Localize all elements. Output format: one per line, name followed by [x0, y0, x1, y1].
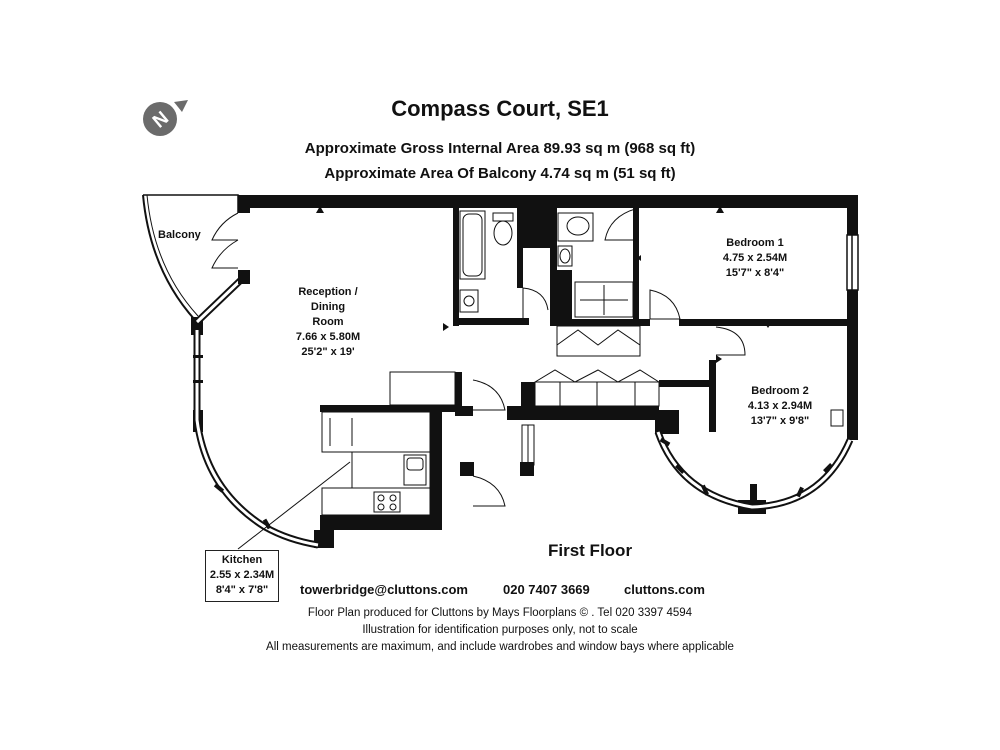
footer-credit: Floor Plan produced for Cluttons by Mays…: [307, 607, 693, 619]
bedroom1-label: Bedroom 1 4.75 x 2.54M 15'7" x 8'4": [722, 237, 788, 279]
kitchen-label: Kitchen 2.55 x 2.34M 8'4" x 7'8": [205, 550, 279, 602]
north-compass-icon: N: [143, 100, 188, 136]
reception-bay-wall: [193, 330, 319, 549]
contact-website: cluttons.com: [624, 582, 705, 597]
doors-and-wardrobes: [472, 289, 746, 507]
kitchen-fittings: [321, 371, 456, 516]
walls: [191, 195, 858, 548]
balcony-edge: [142, 194, 196, 321]
contact-phone: 020 7407 3669: [503, 582, 590, 597]
footer-measurements-note: All measurements are maximum, and includ…: [266, 641, 734, 653]
window-right: [846, 234, 859, 291]
contact-email: towerbridge@cluttons.com: [300, 582, 468, 597]
reception-label: Reception / Dining Room 7.66 x 5.80M 25'…: [295, 286, 361, 358]
balcony-label: Balcony: [158, 229, 201, 241]
balcony-area: Approximate Area Of Balcony 4.74 sq m (5…: [324, 165, 676, 182]
footer-disclaimer: Illustration for identification purposes…: [362, 624, 638, 636]
bathroom-fittings: [459, 207, 640, 318]
gross-internal-area: Approximate Gross Internal Area 89.93 sq…: [304, 140, 696, 157]
bedroom2-label: Bedroom 2 4.13 x 2.94M 13'7" x 9'8": [747, 385, 813, 427]
page-title: Compass Court, SE1: [391, 96, 609, 121]
floor-label: First Floor: [548, 541, 633, 560]
